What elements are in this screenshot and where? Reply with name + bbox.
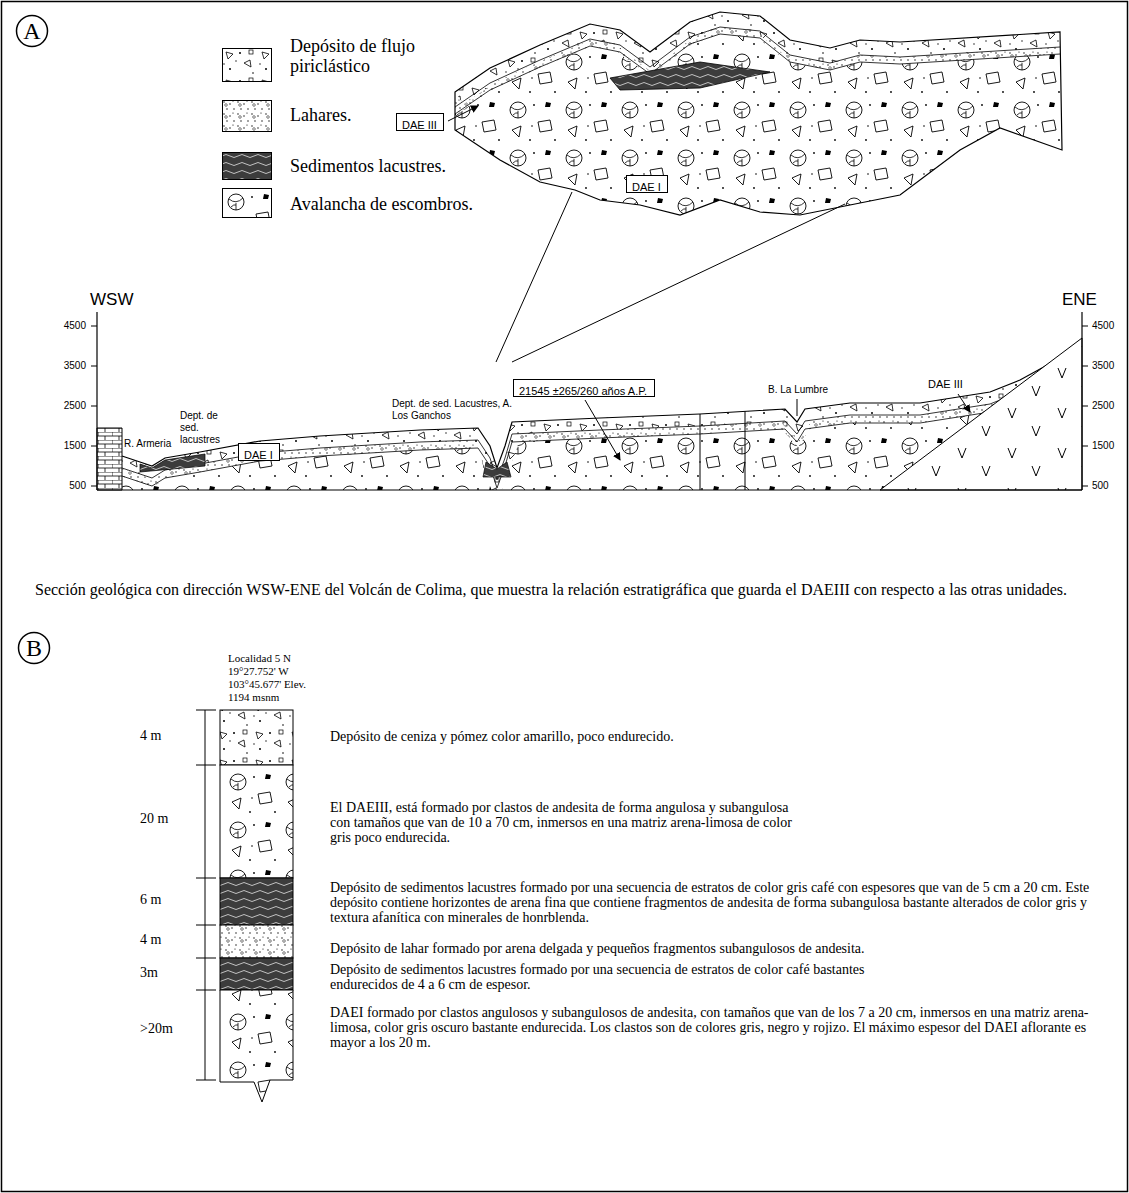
zoom-line (512, 204, 845, 362)
leader-arrow (585, 400, 620, 460)
thickness-label: 3m (140, 965, 158, 982)
lacustrine-layer (220, 878, 293, 925)
fault-line (745, 411, 746, 490)
thickness-label: 20 m (140, 811, 168, 828)
axis-label: 1500 (46, 440, 86, 452)
axis-label: 500 (1092, 480, 1109, 492)
layer-description: Depósito de sedimentos lacustres formado… (330, 880, 1100, 925)
stratigraphic-column (196, 710, 293, 1102)
box-label: 21545 ±265/260 años A.P. (519, 385, 647, 398)
axis-label: 3500 (46, 360, 86, 372)
layer-description: Depósito de ceniza y pómez color amarill… (330, 729, 1050, 744)
legend-text: Lahares. (290, 105, 550, 125)
box-label: DAE I (244, 449, 273, 462)
label-box: 21545 ±265/260 años A.P. (513, 379, 655, 397)
label-box: DAE I (238, 443, 280, 461)
elevation-axis (1081, 312, 1082, 490)
thickness-label: 4 m (140, 728, 161, 745)
inset-section (448, 12, 1062, 362)
axis-ticks (91, 326, 1088, 486)
ash-pumice-layer (220, 710, 293, 765)
leader-arrow (448, 106, 478, 121)
elevation-axis (96, 312, 97, 490)
thickness-label: 4 m (140, 932, 161, 949)
place-label: Dept. de sed. Lacustres, A. Los Ganchos (392, 398, 514, 422)
axis-label: 3500 (1092, 360, 1114, 372)
axis-label: 4500 (46, 320, 86, 332)
legend-sample (223, 189, 272, 218)
legend-text: Depósito de flujo piriclástico (290, 36, 450, 76)
label-box: DAE I (626, 175, 668, 193)
legend-sample (223, 49, 272, 82)
pyroclastic-band (455, 12, 1060, 92)
locality-header: Localidad 5 N 19°27.752' W 103°45.677' E… (228, 652, 320, 704)
lacustrine-layer (220, 958, 293, 990)
axis-label: 2500 (1092, 400, 1114, 412)
direction-label: WSW (90, 290, 133, 310)
zoom-line (496, 192, 572, 362)
layer-description: El DAEIII, está formado por clastos de a… (330, 800, 810, 845)
avalanche-deposit (455, 12, 1062, 215)
layer-description: Depósito de sedimentos lacustres formado… (330, 962, 890, 992)
axis-label: 500 (46, 480, 86, 492)
contact-line (455, 34, 1060, 114)
geologic-section (91, 312, 1088, 490)
legend-sample (222, 100, 272, 132)
panel-letter-circle: A (15, 14, 49, 48)
legend-sample (222, 152, 272, 180)
fault-line (700, 414, 701, 490)
axis-label: 4500 (1092, 320, 1114, 332)
inset-outline (455, 12, 1062, 215)
avalanche-layer (220, 765, 293, 878)
avalanche-layer (220, 990, 293, 1102)
legend-text: Avalancha de escombros. (290, 194, 550, 214)
direction-label: ENE (1062, 290, 1097, 310)
volcano-edifice (880, 338, 1082, 490)
box-label: DAE III (402, 119, 437, 132)
unit-label: DAE III (928, 378, 963, 391)
basement-rock (97, 428, 122, 490)
contact-line (455, 27, 1060, 107)
place-label: Dept. de sed. lacustres (180, 410, 238, 446)
panel-letter-circle: B (17, 631, 51, 665)
legend-text: Sedimentos lacustres. (290, 156, 550, 176)
legend-sample (223, 101, 272, 132)
thickness-label: 6 m (140, 892, 161, 909)
panel-letter: B (17, 631, 51, 665)
section-base (97, 489, 1082, 490)
layer-description: Depósito de lahar formado por arena delg… (330, 941, 1120, 956)
thickness-label: >20m (140, 1021, 173, 1038)
layer-description: DAEI formado por clastos angulosos y sub… (330, 1005, 1100, 1050)
leader-line (797, 399, 798, 416)
axis-label: 1500 (1092, 440, 1114, 452)
place-label: B. La Lumbre (768, 384, 828, 396)
legend-sample (222, 48, 272, 82)
lacustrine-lens (610, 62, 770, 90)
place-label: R. Armeria (124, 438, 171, 450)
label-box: DAE III (396, 113, 444, 131)
leader-arrow (958, 394, 970, 412)
lahar-layer (220, 925, 293, 958)
legend-sample (223, 153, 272, 180)
box-label: DAE I (632, 181, 661, 194)
axis-label: 2500 (46, 400, 86, 412)
legend-sample (222, 188, 272, 218)
figure-caption: Sección geológica con dirección WSW-ENE … (35, 580, 1105, 600)
panel-letter: A (15, 14, 49, 48)
scale-ticks (196, 710, 216, 1080)
